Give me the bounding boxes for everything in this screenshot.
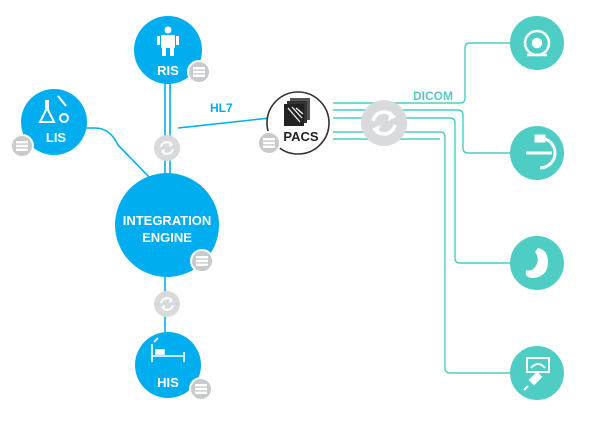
sync-icon [154,291,180,317]
ris-node: RIS [134,16,202,84]
lis-node: LIS [21,89,87,155]
database-icon [190,249,214,273]
hospital-bed-icon [151,337,185,362]
dicom-label: DICOM [413,89,453,103]
his-node: HIS [135,332,201,398]
person-icon [157,26,179,56]
sync-icon [361,100,407,146]
integration-engine-label-line1: INTEGRATION [123,213,212,228]
integration-engine-node: INTEGRATION ENGINE [115,173,219,277]
lis-label: LIS [46,130,67,145]
hl7-label: HL7 [210,101,233,115]
ultrasound-icon [523,357,550,391]
database-icon [257,131,281,155]
teal-connectors [333,42,512,374]
endoscopy-node [510,236,564,290]
ct-scanner-node [510,16,564,70]
his-label: HIS [157,375,179,390]
lab-flask-icon [38,95,69,123]
database-icon [10,134,34,158]
pacs-label: PACS [283,129,318,144]
ct-scanner-icon [523,29,551,57]
stomach-icon [525,248,548,278]
c-arm-icon [526,134,557,170]
database-icon [189,377,213,401]
ultrasound-node [510,346,564,400]
pacs-node: PACS [266,91,330,155]
ris-label: RIS [157,63,179,78]
c-arm-node [510,126,564,180]
database-icon [187,60,211,84]
sync-icon [154,135,180,161]
xray-images-icon [284,98,310,126]
integration-engine-label-line2: ENGINE [142,230,192,245]
